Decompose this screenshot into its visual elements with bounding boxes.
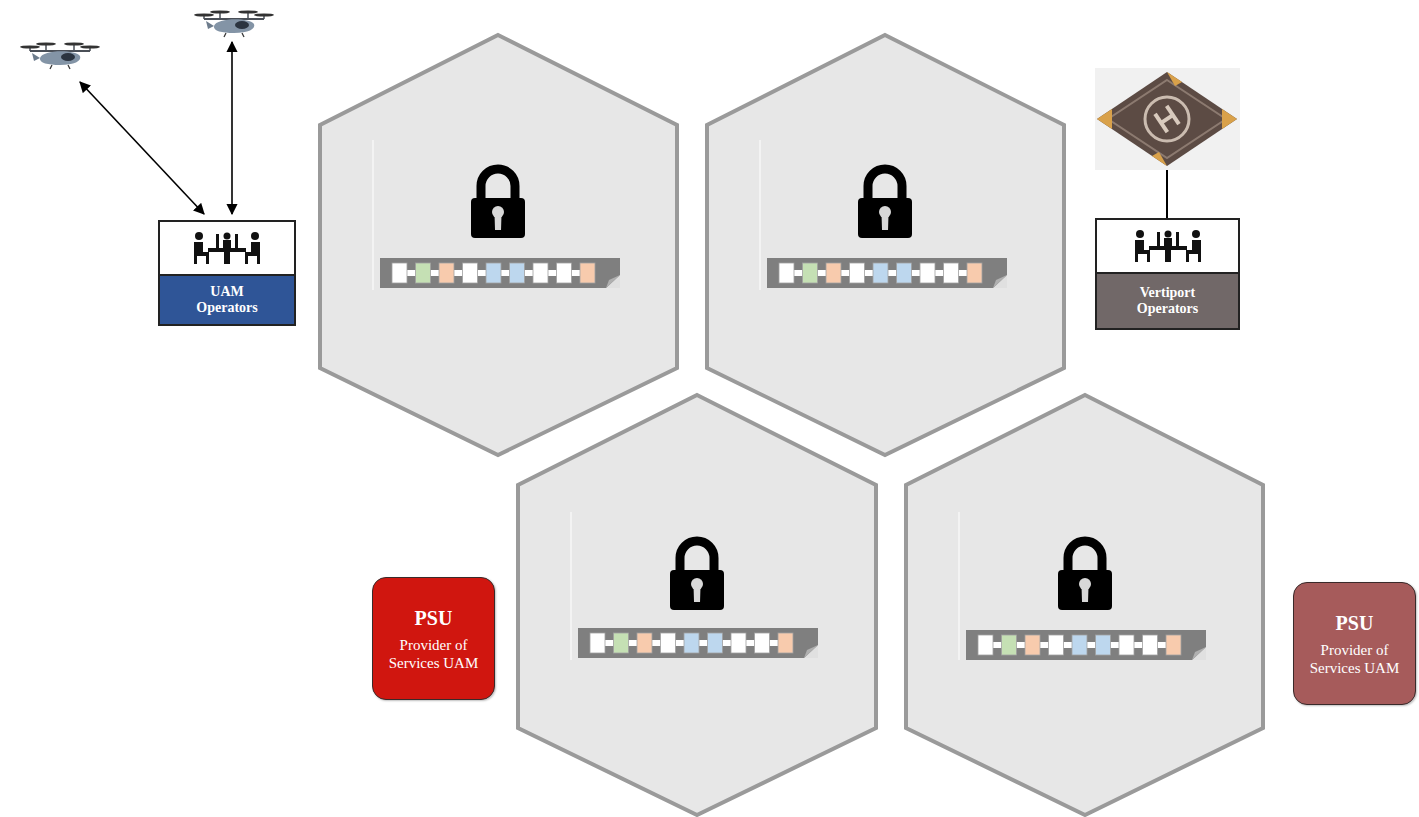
hexagon-mark <box>373 140 374 290</box>
datalink-arrow <box>231 42 233 214</box>
pad-link-line <box>1166 170 1168 218</box>
box-label: UAM Operators <box>181 284 273 316</box>
ledger-hexagon <box>320 35 677 455</box>
block-chain <box>578 628 818 658</box>
block-chain <box>966 630 1206 660</box>
hexagon-mark <box>760 140 761 290</box>
meeting-icon <box>192 228 262 268</box>
lock-icon <box>1058 541 1112 610</box>
box-heading: PSU <box>415 606 453 630</box>
icon-area <box>1097 220 1238 274</box>
box-heading: PSU <box>1336 611 1374 635</box>
hexagon-mark <box>571 512 572 660</box>
vertiport-pad <box>1095 68 1240 170</box>
ledger-hexagon <box>518 395 876 815</box>
operator-box: UAM Operators <box>158 220 296 326</box>
label-band: Vertiport Operators <box>1097 274 1238 328</box>
box-label: Vertiport Operators <box>1122 285 1214 317</box>
drone-icon <box>20 42 100 69</box>
meeting-icon <box>1133 226 1203 266</box>
service-provider-box: PSU Provider of Services UAM <box>1293 582 1416 705</box>
ledger-hexagon <box>906 395 1263 815</box>
service-provider-box: PSU Provider of Services UAM <box>372 577 495 700</box>
label-band: UAM Operators <box>160 276 294 324</box>
datalink-arrow <box>80 82 204 214</box>
lock-icon <box>471 169 525 238</box>
lock-icon <box>858 169 912 238</box>
box-label: Provider of Services UAM <box>1306 641 1404 677</box>
ledger-hexagon <box>707 35 1064 455</box>
icon-area <box>160 222 294 276</box>
drone-icon <box>194 10 274 37</box>
lock-icon <box>670 541 724 610</box>
operator-box: Vertiport Operators <box>1095 218 1240 330</box>
block-chain <box>380 258 620 288</box>
block-chain <box>767 258 1007 288</box>
hexagon-mark <box>959 512 960 660</box>
box-label: Provider of Services UAM <box>385 636 483 672</box>
